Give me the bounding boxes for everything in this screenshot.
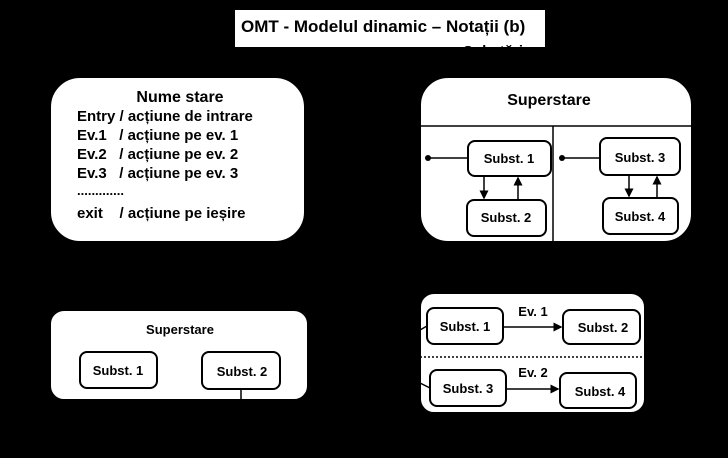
superstate-name: Superstare — [146, 322, 214, 337]
substate-3 — [599, 137, 681, 176]
event-superstate: Subst. 1 Subst. 2 Subst. 3 Subst. 4 Ev. … — [419, 292, 646, 414]
substate-1 — [467, 140, 552, 177]
superstate-name: Superstare — [507, 92, 591, 109]
substate-4-label: Subst. 4 — [575, 384, 626, 399]
subtitle-partial: Substări — [463, 43, 523, 60]
event-2-label: Ev. 2 — [518, 365, 547, 380]
event-line-2: Ev.2 / acțiune pe ev. 2 — [77, 146, 238, 163]
substate-1-label: Subst. 1 — [440, 319, 491, 334]
event-line-3: Ev.3 / acțiune pe ev. 3 — [77, 165, 238, 182]
concurrent-superstate: Superstare Subst. 1 Subst. 2 Subst. 3 Su… — [419, 76, 693, 243]
substate-3-label: Subst. 3 — [443, 381, 494, 396]
substate-1 — [79, 351, 158, 389]
substate-2-label: Subst. 2 — [481, 210, 532, 225]
simple-superstate: Superstare Subst. 1 Subst. 2 — [49, 309, 309, 402]
event-1-label: Ev. 1 — [518, 304, 547, 319]
substate-4 — [559, 372, 637, 409]
substate-3 — [429, 369, 507, 407]
substate-1 — [426, 307, 504, 345]
exit-line: exit / acțiune pe ieșire — [77, 205, 245, 222]
substate-4 — [602, 197, 679, 235]
substate-2 — [466, 199, 547, 237]
ellipsis-line: ............. — [77, 183, 124, 198]
substate-1-label: Subst. 1 — [484, 151, 535, 166]
entry-line: Entry / acțiune de intrare — [77, 108, 253, 125]
substate-2-label: Subst. 2 — [217, 364, 268, 379]
substate-1-label: Subst. 1 — [93, 363, 144, 378]
title: OMT - Modelul dinamic – Notații (b) — [241, 17, 525, 36]
substate-3-label: Subst. 3 — [615, 150, 666, 165]
substate-2-label: Subst. 2 — [578, 320, 629, 335]
event-line-1: Ev.1 / acțiune pe ev. 1 — [77, 127, 238, 144]
state-name: Nume stare — [136, 89, 223, 106]
substate-4-label: Subst. 4 — [615, 209, 666, 224]
title-box: OMT - Modelul dinamic – Notații (b) Subs… — [235, 10, 545, 60]
substate-2 — [562, 309, 641, 345]
state-notation-box: Nume stare Entry / acțiune de intrare Ev… — [49, 76, 306, 243]
